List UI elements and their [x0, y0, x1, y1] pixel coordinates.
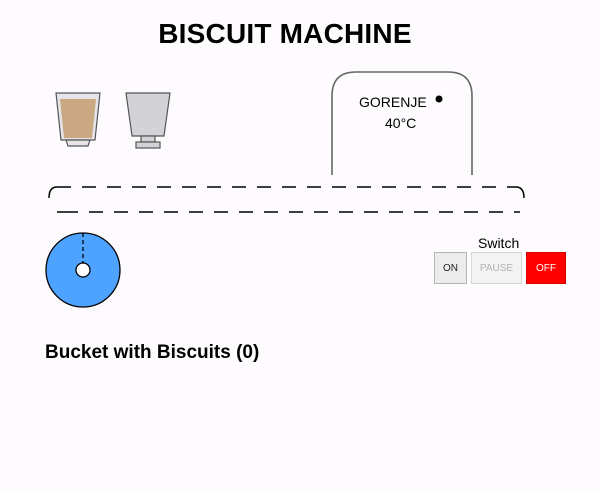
motor-icon	[45, 232, 121, 308]
oven-temperature: 40°C	[385, 115, 417, 131]
oven-indicator-icon	[435, 95, 443, 103]
off-button[interactable]: OFF	[526, 252, 566, 284]
conveyor-belt	[48, 186, 525, 213]
oven-icon	[331, 71, 473, 175]
oven-brand: GORENJE	[359, 94, 427, 110]
on-button[interactable]: ON	[434, 252, 467, 284]
page-title: BISCUIT MACHINE	[158, 18, 412, 49]
stamper-icon	[125, 92, 171, 149]
pause-button[interactable]: PAUSE	[471, 252, 522, 284]
switch-label: Switch	[478, 235, 520, 251]
switch-button-group: ON PAUSE OFF	[434, 252, 566, 284]
bucket-label: Bucket with Biscuits (0)	[45, 342, 260, 363]
extruder-icon	[55, 92, 101, 147]
